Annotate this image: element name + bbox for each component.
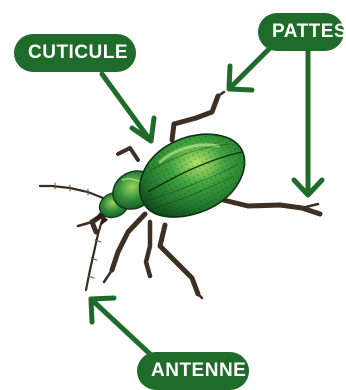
label-cuticule: CUTICULE: [14, 34, 136, 72]
pattes-arrow-lower: [294, 52, 322, 195]
cuticule-arrow: [102, 74, 154, 141]
antenne-arrow: [91, 298, 150, 354]
pattes-arrow-upper: [229, 46, 272, 90]
label-pattes: PATTES: [258, 13, 344, 51]
label-antenne: ANTENNE: [137, 352, 249, 390]
